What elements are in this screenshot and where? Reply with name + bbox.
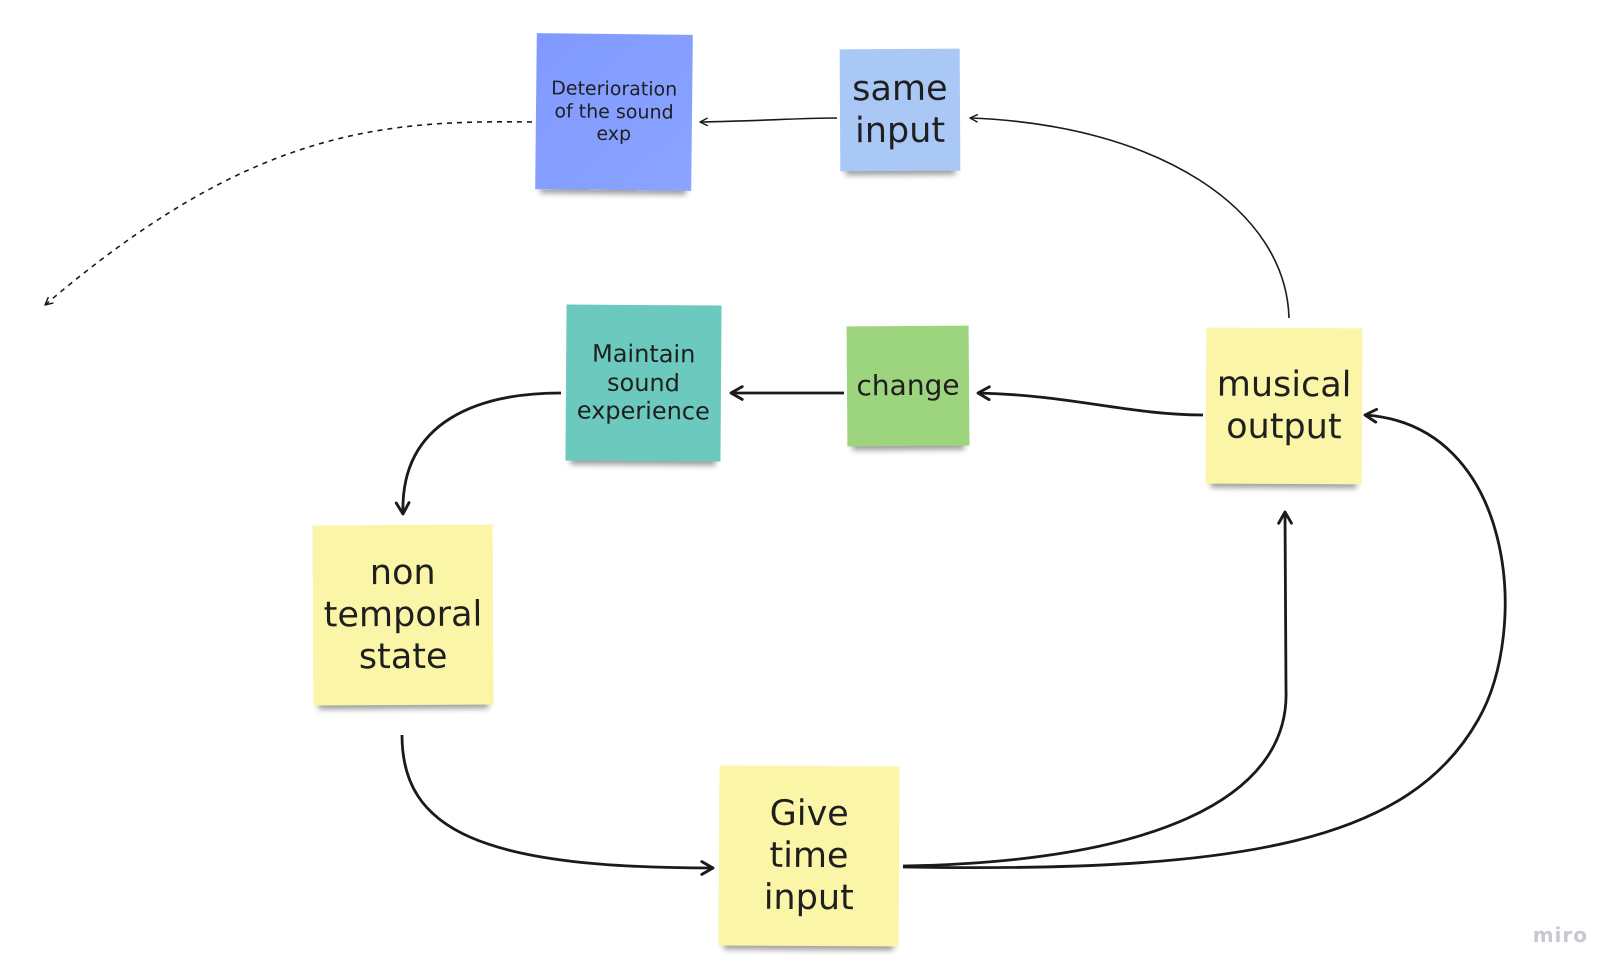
connector-same-input-to-deterioration[interactable] — [699, 117, 838, 127]
sticky-note-musical-output[interactable]: musical output — [1205, 327, 1363, 485]
connector-give-to-musical-right[interactable] — [902, 407, 1507, 870]
connector-non-temporal-to-give[interactable] — [400, 734, 715, 876]
sticky-note-text: same input — [852, 68, 948, 152]
sticky-note-change[interactable]: change — [846, 325, 970, 447]
sticky-note-same-input[interactable]: same input — [839, 48, 961, 172]
miro-watermark-logo: miro — [1532, 923, 1588, 947]
sticky-note-deterioration[interactable]: Deterioration of the sound exp — [535, 33, 693, 191]
sticky-note-non-temporal-state[interactable]: non temporal state — [312, 524, 494, 706]
connector-maintain-to-non-temporal[interactable] — [394, 391, 562, 516]
sticky-note-text: Deterioration of the sound exp — [551, 77, 678, 146]
sticky-note-text: Give time input — [763, 793, 854, 919]
sticky-note-text: Maintain sound experience — [576, 339, 710, 426]
connector-deterioration-dashed[interactable] — [44, 121, 533, 306]
connector-musical-to-change[interactable] — [976, 385, 1204, 417]
sticky-note-text: change — [856, 368, 960, 403]
sticky-note-text: non temporal state — [323, 552, 483, 678]
sticky-note-text: musical output — [1216, 364, 1352, 448]
connector-musical-to-same-input[interactable] — [969, 113, 1290, 319]
connector-give-to-musical-bottom[interactable] — [902, 510, 1293, 868]
sticky-note-maintain-sound-experience[interactable]: Maintain sound experience — [565, 304, 722, 462]
sticky-note-give-time-input[interactable]: Give time input — [718, 765, 900, 947]
